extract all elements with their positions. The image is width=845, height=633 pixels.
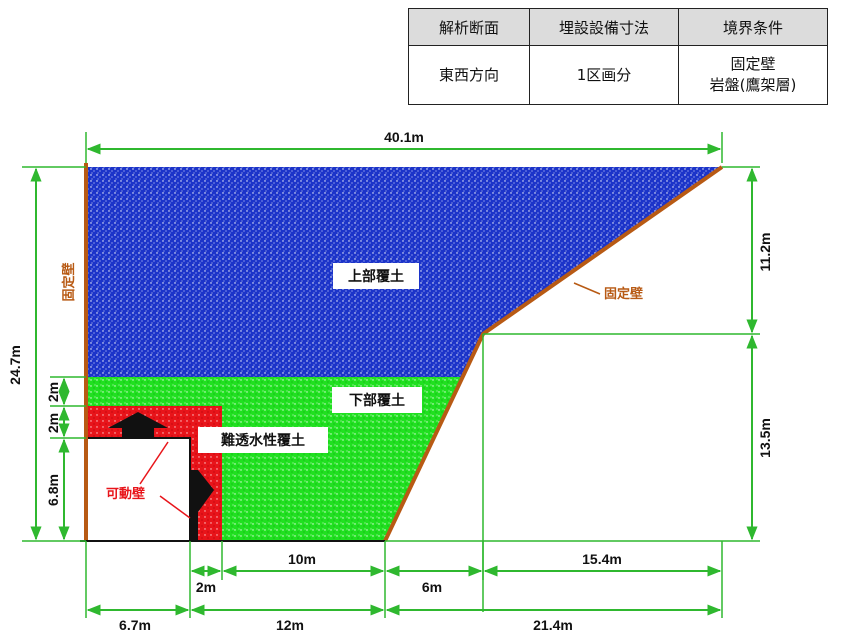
dim-bottom-12m: 12m [276, 617, 304, 633]
header-section: 解析断面 [408, 8, 530, 46]
boundary-line-1: 固定壁 [730, 55, 776, 73]
movable-wall-label: 可動壁 [106, 486, 145, 502]
dim-bottom-2m: 2m [196, 579, 216, 595]
upper-soil-label: 上部覆土 [348, 268, 404, 285]
fixed-wall-right-leader [573, 282, 601, 295]
impermeable-soil-label: 難透水性覆土 [221, 432, 305, 449]
upper-soil-label-box [333, 263, 419, 289]
fixed-wall-left-label: 固定壁 [61, 262, 77, 301]
dim-upper-height: 11.2m [757, 233, 773, 272]
movable-wall-right-bar [190, 470, 198, 541]
dim-bottom-6-7: 6.7m [119, 617, 151, 633]
cell-boundary: 固定壁 岩盤(鷹架層) [678, 45, 828, 105]
arrow-up-icon [108, 412, 168, 438]
dim-total-height: 24.7m [7, 345, 23, 385]
cell-size: 1区画分 [529, 45, 679, 105]
dim-lower-height: 13.5m [757, 418, 773, 458]
fixed-wall-right-label: 固定壁 [604, 286, 643, 302]
buried-equipment-box [85, 437, 191, 542]
lower-soil-label-box [332, 387, 422, 413]
dim-bottom-21-4: 21.4m [533, 617, 573, 633]
dim-2m-b: 2m [45, 413, 61, 433]
movable-wall-leader-top [139, 441, 169, 485]
dim-2m-a: 2m [45, 382, 61, 402]
dim-6-8: 6.8m [45, 474, 61, 506]
info-table: 解析断面 埋設設備寸法 境界条件 東西方向 1区画分 固定壁 岩盤(鷹架層) [408, 8, 828, 105]
lower-soil-label: 下部覆土 [349, 392, 405, 409]
dim-bottom-15-4: 15.4m [582, 551, 622, 567]
extension-lines [22, 132, 760, 618]
impermeable-soil-label-box [198, 427, 328, 453]
header-boundary: 境界条件 [678, 8, 828, 46]
header-equipment-size: 埋設設備寸法 [529, 8, 679, 46]
dim-total-width: 40.1m [384, 129, 424, 145]
arrow-right-icon [190, 470, 214, 512]
boundary-line-2: 岩盤(鷹架層) [709, 76, 797, 94]
dimension-lines [30, 143, 758, 616]
movable-wall-leader-right [159, 495, 191, 519]
table-header-row: 解析断面 埋設設備寸法 境界条件 [408, 8, 828, 46]
dim-bottom-10m: 10m [288, 551, 316, 567]
table-row: 東西方向 1区画分 固定壁 岩盤(鷹架層) [408, 45, 828, 105]
dim-bottom-6m: 6m [422, 579, 442, 595]
